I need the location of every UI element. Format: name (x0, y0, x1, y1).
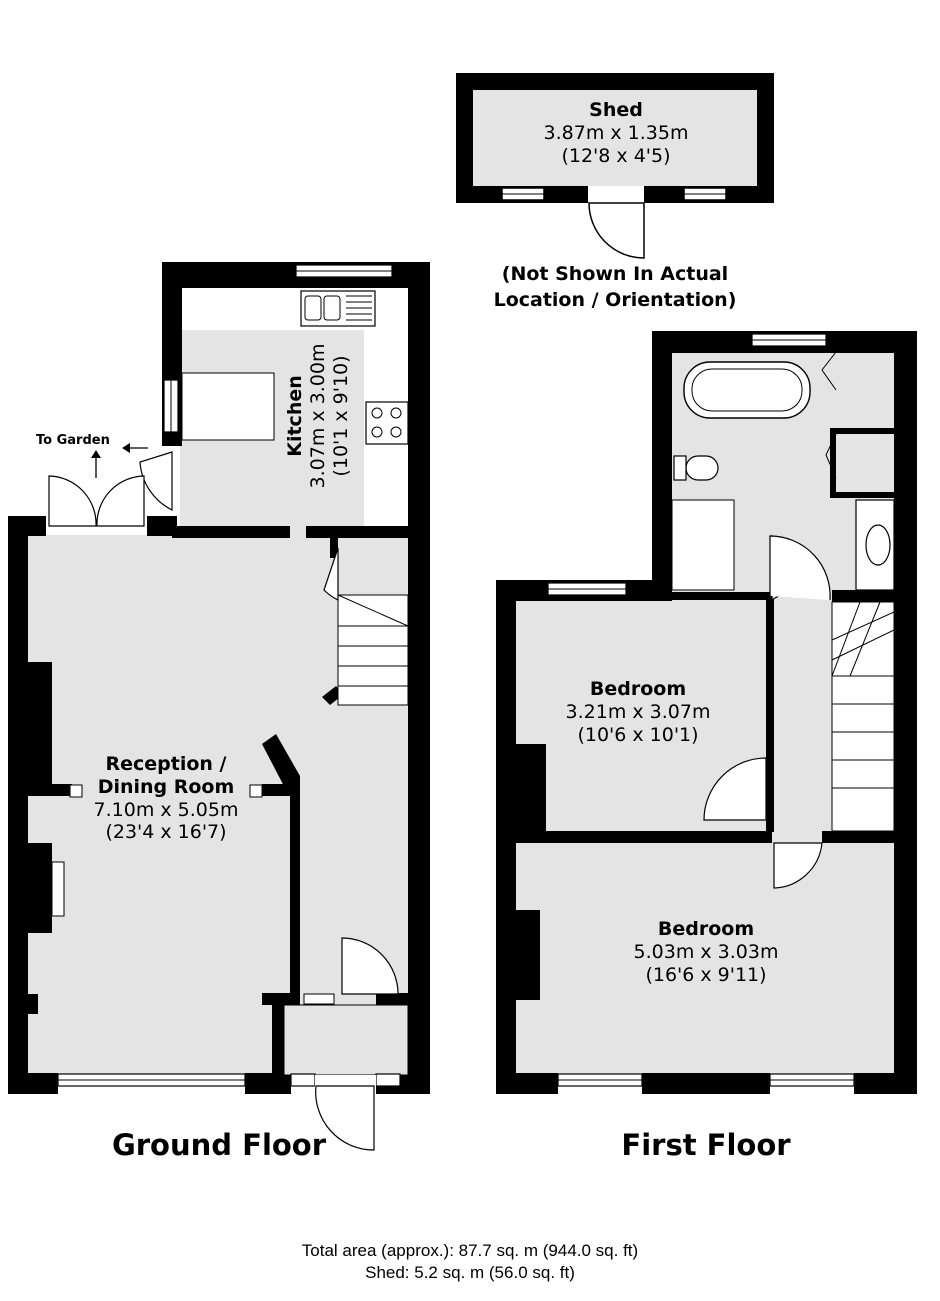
kitchen-imperial: (10'1 x 9'10) (329, 355, 352, 477)
shed-note-line-1: (Not Shown In Actual (501, 263, 729, 285)
reception-imperial: (23'4 x 16'7) (105, 821, 227, 844)
reception-name-line-2: Dining Room (97, 775, 235, 798)
kitchen-name: Kitchen (283, 375, 306, 457)
bedroom-1-imperial: (10'6 x 10'1) (577, 723, 699, 746)
ground-floor-title: Ground Floor (111, 1128, 327, 1162)
bedroom-1-metric: 3.21m x 3.07m (565, 700, 711, 723)
shed-location-note: (Not Shown In Actual Location / Orientat… (456, 262, 774, 313)
reception-metric: 7.10m x 5.05m (93, 798, 239, 821)
shed-plan (456, 73, 774, 259)
bedroom-2-label: Bedroom 5.03m x 3.03m (16'6 x 9'11) (606, 918, 806, 986)
shed-name: Shed (589, 99, 643, 121)
shed-imperial: (12'8 x 4'5) (561, 144, 671, 167)
kitchen-label: Kitchen 3.07m x 3.00m (10'1 x 9'10) (284, 296, 352, 536)
bedroom-2-imperial: (16'6 x 9'11) (645, 963, 767, 986)
bedroom-2-metric: 5.03m x 3.03m (633, 940, 779, 963)
kitchen-metric: 3.07m x 3.00m (306, 343, 329, 489)
bedroom-1-name: Bedroom (589, 678, 687, 700)
to-garden-label: To Garden (36, 433, 110, 448)
ground-floor-plan (8, 262, 430, 1151)
first-floor-plan (496, 331, 917, 1094)
first-floor-title: First Floor (621, 1128, 791, 1162)
area-summary: Total area (approx.): 87.7 sq. m (944.0 … (0, 1240, 940, 1284)
reception-label: Reception / Dining Room 7.10m x 5.05m (2… (66, 753, 266, 844)
bedroom-1-label: Bedroom 3.21m x 3.07m (10'6 x 10'1) (538, 678, 738, 746)
bedroom-2-name: Bedroom (657, 918, 755, 940)
shed-metric: 3.87m x 1.35m (543, 121, 689, 144)
shed-note-line-2: Location / Orientation) (493, 288, 737, 311)
shed-area: Shed: 5.2 sq. m (56.0 sq. ft) (365, 1263, 575, 1283)
reception-name-line-1: Reception / (105, 753, 227, 775)
total-area: Total area (approx.): 87.7 sq. m (944.0 … (301, 1241, 639, 1260)
shed-label: Shed 3.87m x 1.35m (12'8 x 4'5) (516, 99, 716, 167)
